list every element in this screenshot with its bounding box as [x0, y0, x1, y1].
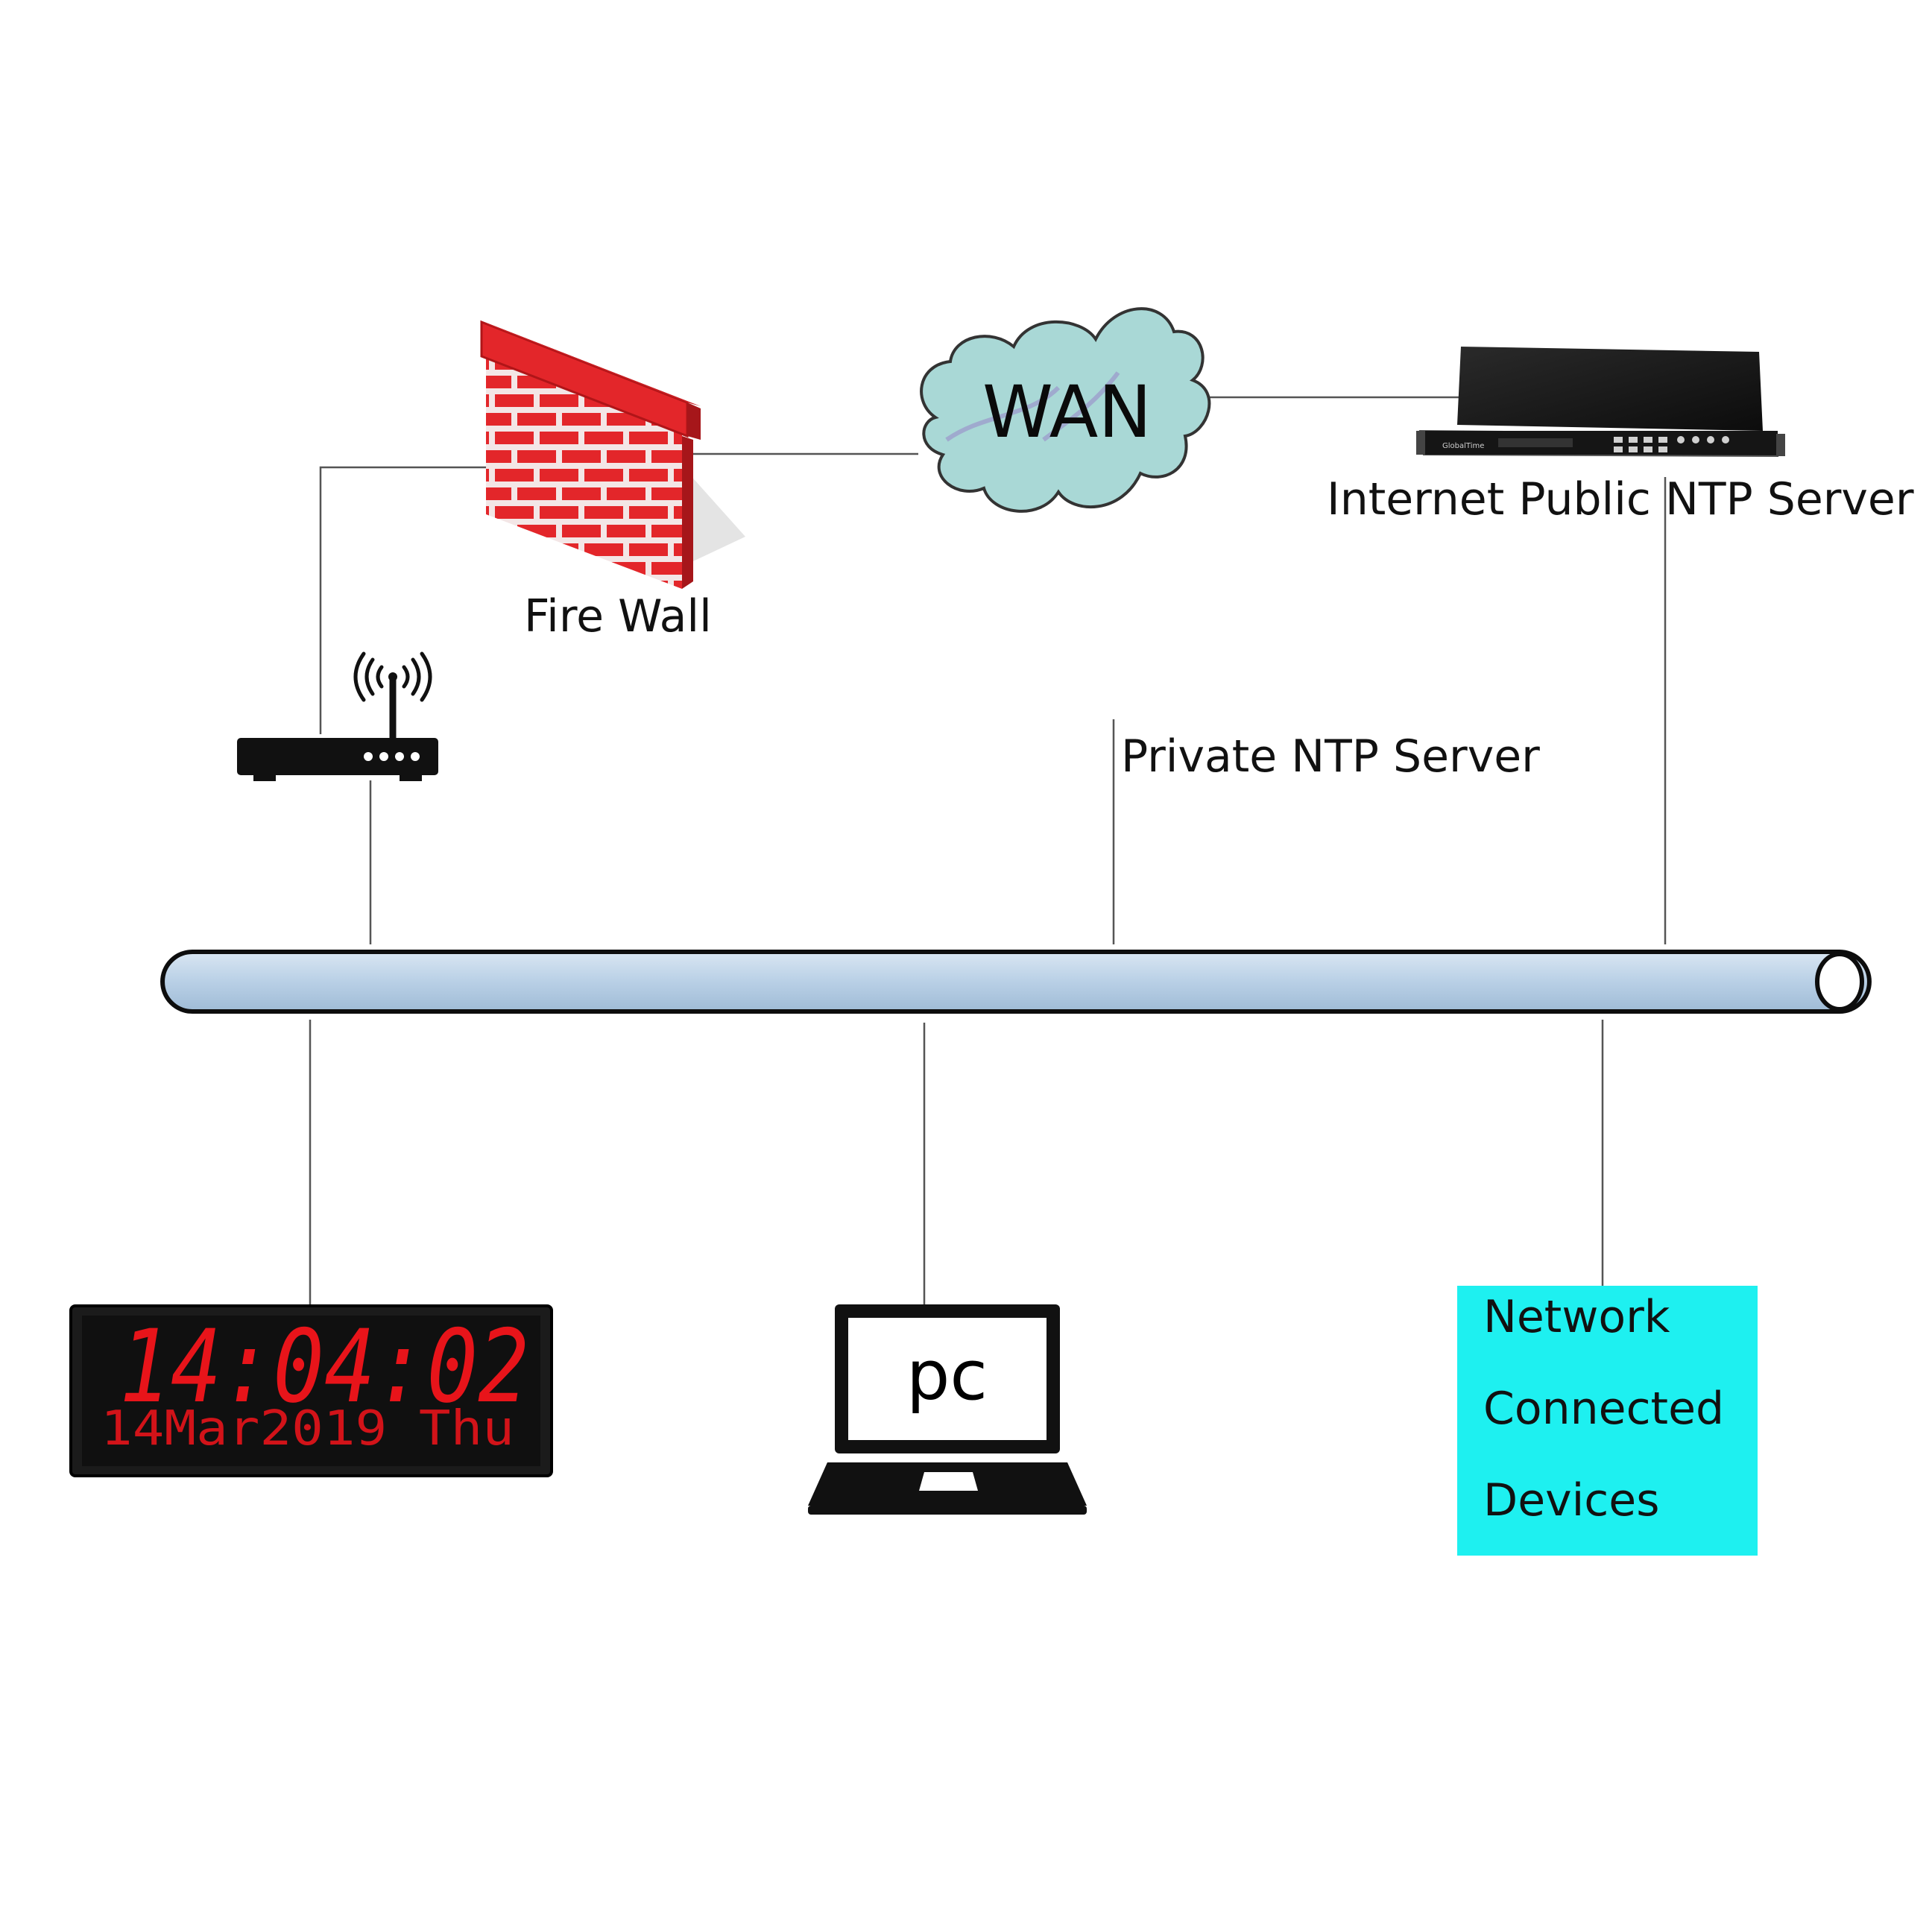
- router-to-firewall-link: [319, 466, 486, 734]
- pc-label: pc: [906, 1336, 988, 1415]
- firewall-label: Fire Wall: [524, 590, 712, 643]
- devices-label-line: Network: [1483, 1291, 1670, 1343]
- firewall-icon: [480, 320, 745, 589]
- network-bus: [160, 950, 1872, 1014]
- laptop-icon: [808, 1304, 1087, 1515]
- connection-lines: [309, 396, 1667, 1308]
- clock-time-display: 14:04:02: [119, 1308, 529, 1425]
- rack-server-icon: GlobalTime: [1416, 347, 1785, 458]
- wan-label: WAN: [982, 370, 1152, 454]
- devices-label-line: Connected: [1483, 1383, 1725, 1435]
- network-devices-box: Network Connected Devices: [1457, 1286, 1758, 1556]
- private-ntp-server-label: Private NTP Server: [1121, 730, 1540, 783]
- wifi-router-icon: [237, 651, 438, 781]
- devices-label-line: Devices: [1483, 1474, 1660, 1527]
- cloud-icon: [920, 307, 1211, 513]
- public-ntp-server-label: Internet Public NTP Server: [1327, 473, 1914, 525]
- led-clock-device: 14:04:02 14Mar2019 Thu: [69, 1304, 553, 1477]
- server-brand-text: GlobalTime: [1442, 442, 1484, 450]
- clock-date-display: 14Mar2019 Thu: [101, 1401, 514, 1456]
